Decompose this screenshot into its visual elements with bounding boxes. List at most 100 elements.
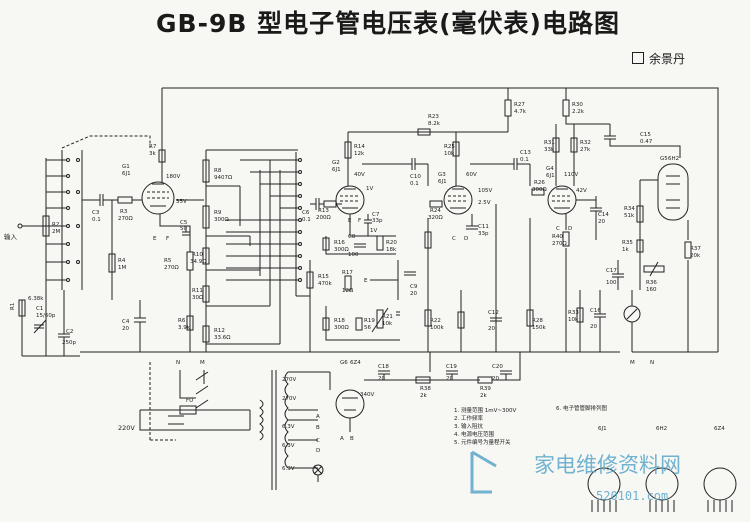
tube-pin-D4: D: [568, 226, 572, 232]
label-R24: R24: [430, 208, 441, 214]
value-C8: 100: [348, 252, 359, 258]
label-R10: R10: [192, 252, 203, 258]
label-R36: R36: [646, 280, 657, 286]
label-C2: C2: [66, 329, 73, 335]
note-1: 1. 测量范围 1mV~300V: [454, 406, 516, 414]
label-C13: C13: [520, 150, 531, 156]
value-C5: 50: [180, 226, 187, 232]
checkbox-square: [632, 52, 644, 64]
value-C7: 33p: [372, 218, 383, 224]
value-C10: 0.1: [410, 181, 419, 187]
label-R38: R38: [420, 386, 431, 392]
value-C18: 20: [378, 376, 385, 382]
type-G2: 6J1: [332, 167, 341, 173]
value-C2: 250p: [62, 340, 76, 346]
label-C20: C20: [492, 364, 503, 370]
label-C6: C6: [302, 210, 310, 216]
value-R32: 27k: [580, 147, 591, 153]
value-C16: 20: [590, 324, 597, 330]
label-C14: C14: [598, 212, 609, 218]
input-label: 输入: [4, 232, 18, 241]
label-G6: G6: [340, 360, 348, 366]
voltage-rectifier: 340V: [360, 392, 374, 398]
watermark: 家电维修资料网 520101.com: [470, 450, 681, 503]
label-C9: C9: [410, 284, 418, 290]
label-R39: R39: [480, 386, 491, 392]
stage1-G1: C3 0.1 R3 270Ω R4 1M G1 6J1 180V 35V E F…: [82, 144, 204, 352]
secondary-6v3b: 6.3V: [282, 443, 295, 449]
type-G3: 6J1: [438, 179, 447, 185]
label-C18: C18: [378, 364, 389, 370]
label-R13: R13: [318, 208, 329, 214]
secondary-270a: 270V: [282, 377, 296, 383]
note-5: 5. 元件编号为量程开关: [454, 438, 511, 446]
value-R8: 9407Ω: [214, 175, 232, 181]
label-R25: R25: [444, 144, 455, 150]
label-G1: G1: [122, 164, 130, 170]
value-R18: 300Ω: [334, 325, 349, 331]
secondary-270b: 270V: [282, 396, 296, 402]
value-C1: 15/60p: [36, 313, 56, 319]
value-R25: 10k: [444, 151, 455, 157]
input-section: 输入 R2 2M R1 6.38k C1 15/60p C2 250p: [4, 135, 151, 357]
label-G5: G5: [660, 156, 668, 162]
stage4-G4: R28 150k R26 300Ω G4 6J1 110V 42V C D R3…: [526, 99, 610, 352]
label-C10: C10: [410, 174, 421, 180]
note-4: 4. 电源电压范围: [454, 430, 494, 438]
label-C11: C11: [478, 224, 489, 230]
label-C7: C7: [372, 212, 380, 218]
secondary-6v3c: 6.3V: [282, 466, 295, 472]
value-R9: 300Ω: [214, 217, 229, 223]
type-G5: 6H2: [668, 156, 679, 162]
label-C8: C8: [348, 234, 356, 240]
value-R13: 200Ω: [316, 215, 331, 221]
label-R15: R15: [318, 274, 329, 280]
value-C12: 20: [488, 326, 495, 332]
label-C3: C3: [92, 210, 100, 216]
label-R16: R16: [334, 240, 345, 246]
label-C5: C5: [180, 220, 188, 226]
label-R30: R30: [572, 102, 583, 108]
power-supply: N M FU 220V 270V 270V 6.3V 6.3V 6.3V A B…: [118, 352, 521, 490]
value-C15: 0.47: [640, 139, 653, 145]
voltage-G2-plate: 40V: [354, 172, 365, 178]
voltage-G1-cathode: 35V: [176, 199, 187, 205]
tube-pin-title: 6. 电子管管脚排列图: [556, 404, 607, 412]
tube-pin-F1: F: [166, 236, 169, 242]
voltage-G4-cathode: 42V: [576, 188, 587, 194]
label-C15: C15: [640, 132, 651, 138]
value-R14: 12k: [354, 151, 365, 157]
switch-pin-N: N: [176, 360, 180, 366]
terminal-M: M: [630, 360, 635, 366]
label-R12: R12: [214, 328, 225, 334]
stage2-G2: C6 0.1 R13 200Ω G2 6J1 40V 1V E F R14 12…: [302, 131, 508, 352]
pin-diagram-6H2: 6H2: [656, 426, 667, 432]
notes-block: 1. 测量范围 1mV~300V 2. 工作频率 3. 输入阻抗 4. 电源电压…: [454, 404, 607, 446]
tube-pin-C4: C: [556, 226, 560, 232]
label-C4: C4: [122, 319, 130, 325]
label-G3: G3: [438, 172, 446, 178]
label-R19: R19: [364, 318, 375, 324]
value-R31: 33k: [544, 147, 555, 153]
voltage-G2-screen: 1V: [366, 186, 373, 192]
label-R1: R1: [10, 303, 16, 310]
voltage-G3-screen: 105V: [478, 188, 492, 194]
rectifier-pin-B: B: [350, 436, 354, 442]
rectifier-pin-A: A: [340, 436, 344, 442]
label-R32: R32: [580, 140, 591, 146]
label-C1: C1: [36, 306, 43, 312]
mains-label: 220V: [118, 424, 135, 432]
value-R33: 10k: [568, 317, 579, 323]
value-R6: 3.9k: [178, 325, 191, 331]
value-R10: 34.9Ω: [190, 259, 206, 265]
label-R6: R6: [178, 318, 186, 324]
secondary-tap-B: B: [316, 425, 320, 431]
value-R27: 4.7k: [514, 109, 527, 115]
label-R17: R17: [342, 270, 353, 276]
label-R8: R8: [214, 168, 222, 174]
label-R34: R34: [624, 206, 635, 212]
tube-pin-F2: F: [358, 218, 361, 224]
value-C20: 20: [492, 376, 499, 382]
label-R31: R31: [544, 140, 555, 146]
author-credit: 余景丹: [632, 50, 685, 67]
